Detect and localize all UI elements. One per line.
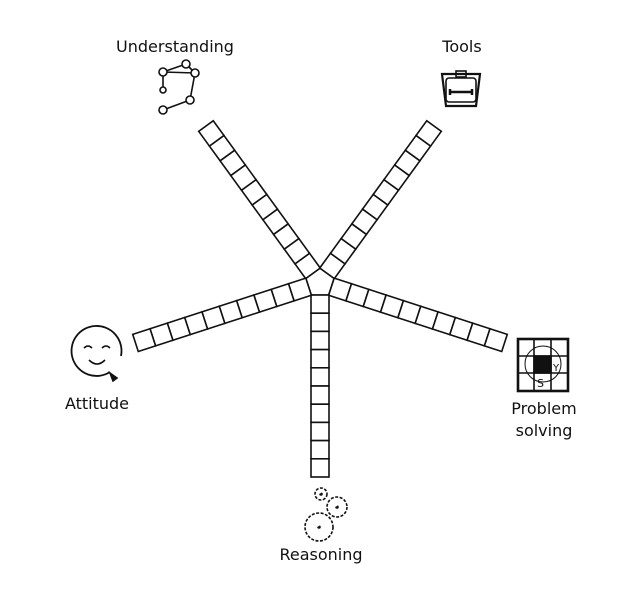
label-understanding: Understanding	[116, 37, 234, 56]
label-problem-solving: Problem solving	[500, 398, 588, 442]
smiley-face-icon	[70, 325, 123, 383]
arm-cell	[197, 119, 226, 148]
label-reasoning: Reasoning	[279, 545, 363, 564]
arm-cell	[131, 327, 157, 353]
label-tools: Tools	[442, 37, 482, 56]
arm-attitude	[131, 277, 313, 353]
gears-icon	[304, 487, 348, 542]
label-problem-line2: solving	[515, 421, 573, 440]
arm-problem-solving	[327, 277, 509, 353]
svg-text:Y: Y	[552, 363, 560, 374]
arm-tools	[318, 119, 443, 280]
svg-text:S: S	[537, 377, 544, 390]
arm-cell	[414, 119, 443, 148]
arm-cell	[483, 327, 509, 353]
arm-understanding	[197, 119, 322, 280]
label-attitude: Attitude	[64, 394, 130, 413]
arm-reasoning	[310, 294, 330, 478]
label-problem-line1: Problem	[511, 399, 577, 418]
arm-cell	[310, 458, 330, 478]
puzzle-grid-icon: S Y	[516, 337, 570, 393]
network-graph-icon	[158, 59, 200, 115]
toolbox-icon	[440, 70, 482, 108]
